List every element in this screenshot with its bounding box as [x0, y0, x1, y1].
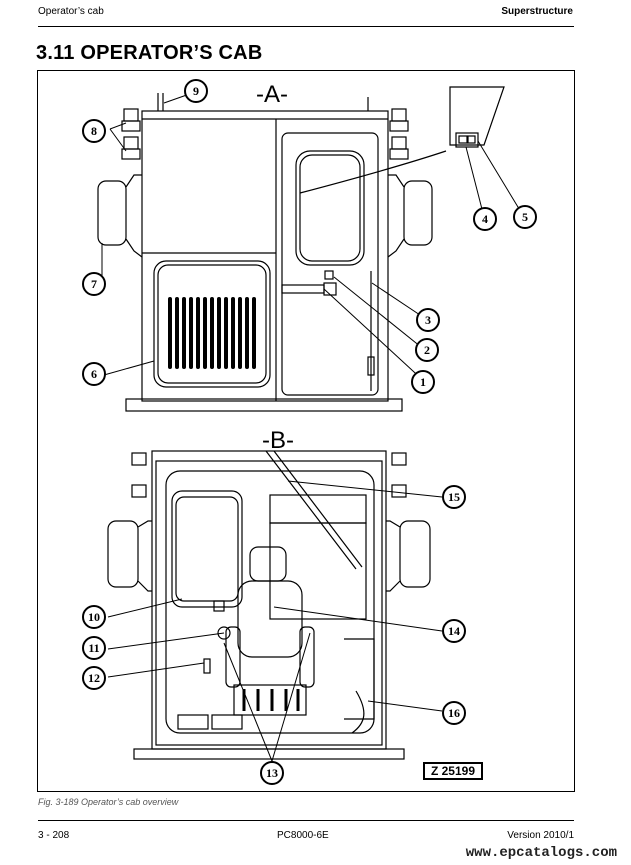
callout-2: 2	[415, 338, 439, 362]
callout-13: 13	[260, 761, 284, 785]
cab-overview-figure: -A- -B- 1 2 3 4 5 6 7 8 9 10 11 12 13 14…	[37, 70, 575, 792]
callout-3: 3	[416, 308, 440, 332]
header-rule	[38, 26, 574, 27]
callout-14: 14	[442, 619, 466, 643]
cab-drawing	[97, 86, 525, 762]
callout-6: 6	[82, 362, 106, 386]
figure-caption: Fig. 3-189 Operator’s cab overview	[38, 797, 179, 807]
view-a-leaders	[101, 90, 525, 384]
callout-1: 1	[411, 370, 435, 394]
callout-8: 8	[82, 119, 106, 143]
watermark-url: www.epcatalogs.com	[465, 845, 617, 861]
callout-16: 16	[442, 701, 466, 725]
view-a-label: -A-	[256, 81, 288, 108]
footer-version: Version 2010/1	[507, 830, 574, 841]
callout-10: 10	[82, 605, 106, 629]
header-chapter-name: Superstructure	[501, 6, 573, 17]
header-section-name: Operator’s cab	[38, 6, 104, 17]
view-b-leaders	[107, 480, 443, 762]
view-a-drawing	[97, 86, 505, 412]
footer-model: PC8000-6E	[277, 830, 329, 841]
callout-15: 15	[442, 485, 466, 509]
callout-4: 4	[473, 207, 497, 231]
view-b-label: -B-	[262, 427, 294, 454]
footer-page-number: 3 - 208	[38, 830, 70, 841]
callout-9: 9	[184, 79, 208, 103]
callout-7: 7	[82, 272, 106, 296]
figure-id-box: Z 25199	[423, 762, 483, 780]
callout-5: 5	[513, 205, 537, 229]
footer-rule	[38, 820, 574, 821]
callout-11: 11	[82, 636, 106, 660]
view-b-drawing	[107, 450, 431, 760]
section-title: 3.11 OPERATOR’S CAB	[36, 42, 263, 64]
callout-12: 12	[82, 666, 106, 690]
